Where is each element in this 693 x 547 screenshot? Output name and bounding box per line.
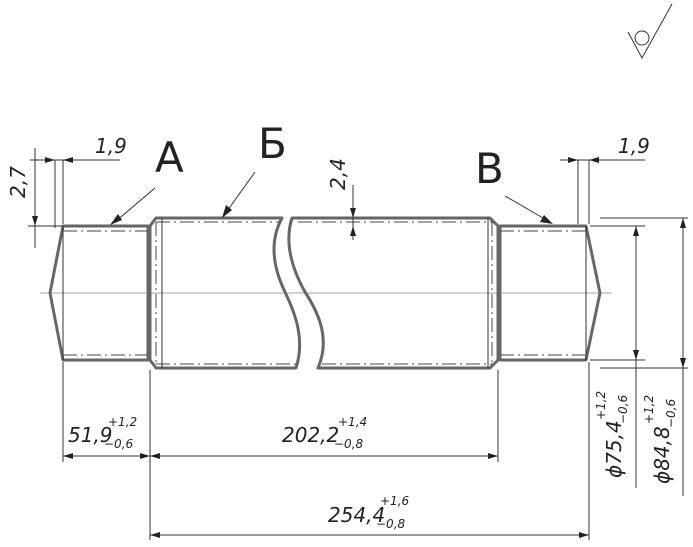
dim-left-length-lower: −0,6	[104, 437, 134, 451]
dim-chamfer-height-text: 2,7	[6, 166, 30, 198]
dim-outer-diameter-upper: +1,2	[642, 395, 656, 424]
label-c: В	[475, 144, 553, 224]
label-b-text: Б	[258, 119, 287, 168]
main-body-right	[287, 216, 500, 370]
dim-outer-diameter-lower: −0,6	[664, 398, 678, 428]
label-a: А	[110, 133, 184, 225]
label-a-text: А	[155, 133, 184, 182]
dim-total-length-upper: +1,6	[380, 494, 410, 508]
dim-left-length-upper: +1,2	[108, 415, 137, 429]
dim-chamfer-left-text: 1,9	[95, 134, 127, 158]
dim-mid-length-lower: −0,8	[334, 437, 364, 451]
dim-inner-diameter-nominal: ϕ75,4	[602, 420, 626, 478]
dim-total-length-nominal: 254,4	[328, 503, 385, 527]
dim-chamfer-height: 2,7	[6, 150, 38, 248]
roughness-symbol-icon	[627, 3, 673, 60]
dim-inner-diameter: ϕ75,4 +1,2 −0,6	[594, 226, 639, 488]
label-c-text: В	[475, 144, 504, 193]
dim-inner-diameter-upper: +1,2	[594, 391, 608, 420]
dim-chamfer-left: 1,9	[30, 134, 127, 163]
dim-thread-depth-text: 2,4	[326, 158, 350, 190]
dim-total-length: 254,4 +1,6 −0,8	[150, 494, 589, 538]
label-b: Б	[222, 119, 287, 218]
dim-left-length-nominal: 51,9	[68, 423, 113, 447]
main-body-left	[148, 216, 302, 370]
dim-left-length: 51,9 +1,2 −0,6	[63, 415, 150, 459]
dim-mid-length: 202,2 +1,4 −0,8	[150, 415, 498, 459]
dim-chamfer-right-text: 1,9	[618, 134, 650, 158]
extension-lines	[28, 148, 688, 540]
dim-chamfer-right: 1,9	[560, 134, 650, 163]
left-journal	[48, 224, 150, 362]
dim-inner-diameter-lower: −0,6	[616, 394, 630, 424]
dim-outer-diameter-nominal: ϕ84,8	[650, 426, 674, 484]
dim-outer-diameter: ϕ84,8 +1,2 −0,6	[642, 218, 686, 496]
dim-thread-depth: 2,4	[326, 158, 356, 240]
dim-mid-length-nominal: 202,2	[282, 423, 339, 447]
dim-mid-length-upper: +1,4	[338, 415, 367, 429]
right-journal	[498, 224, 602, 362]
dim-total-length-lower: −0,8	[376, 517, 406, 531]
